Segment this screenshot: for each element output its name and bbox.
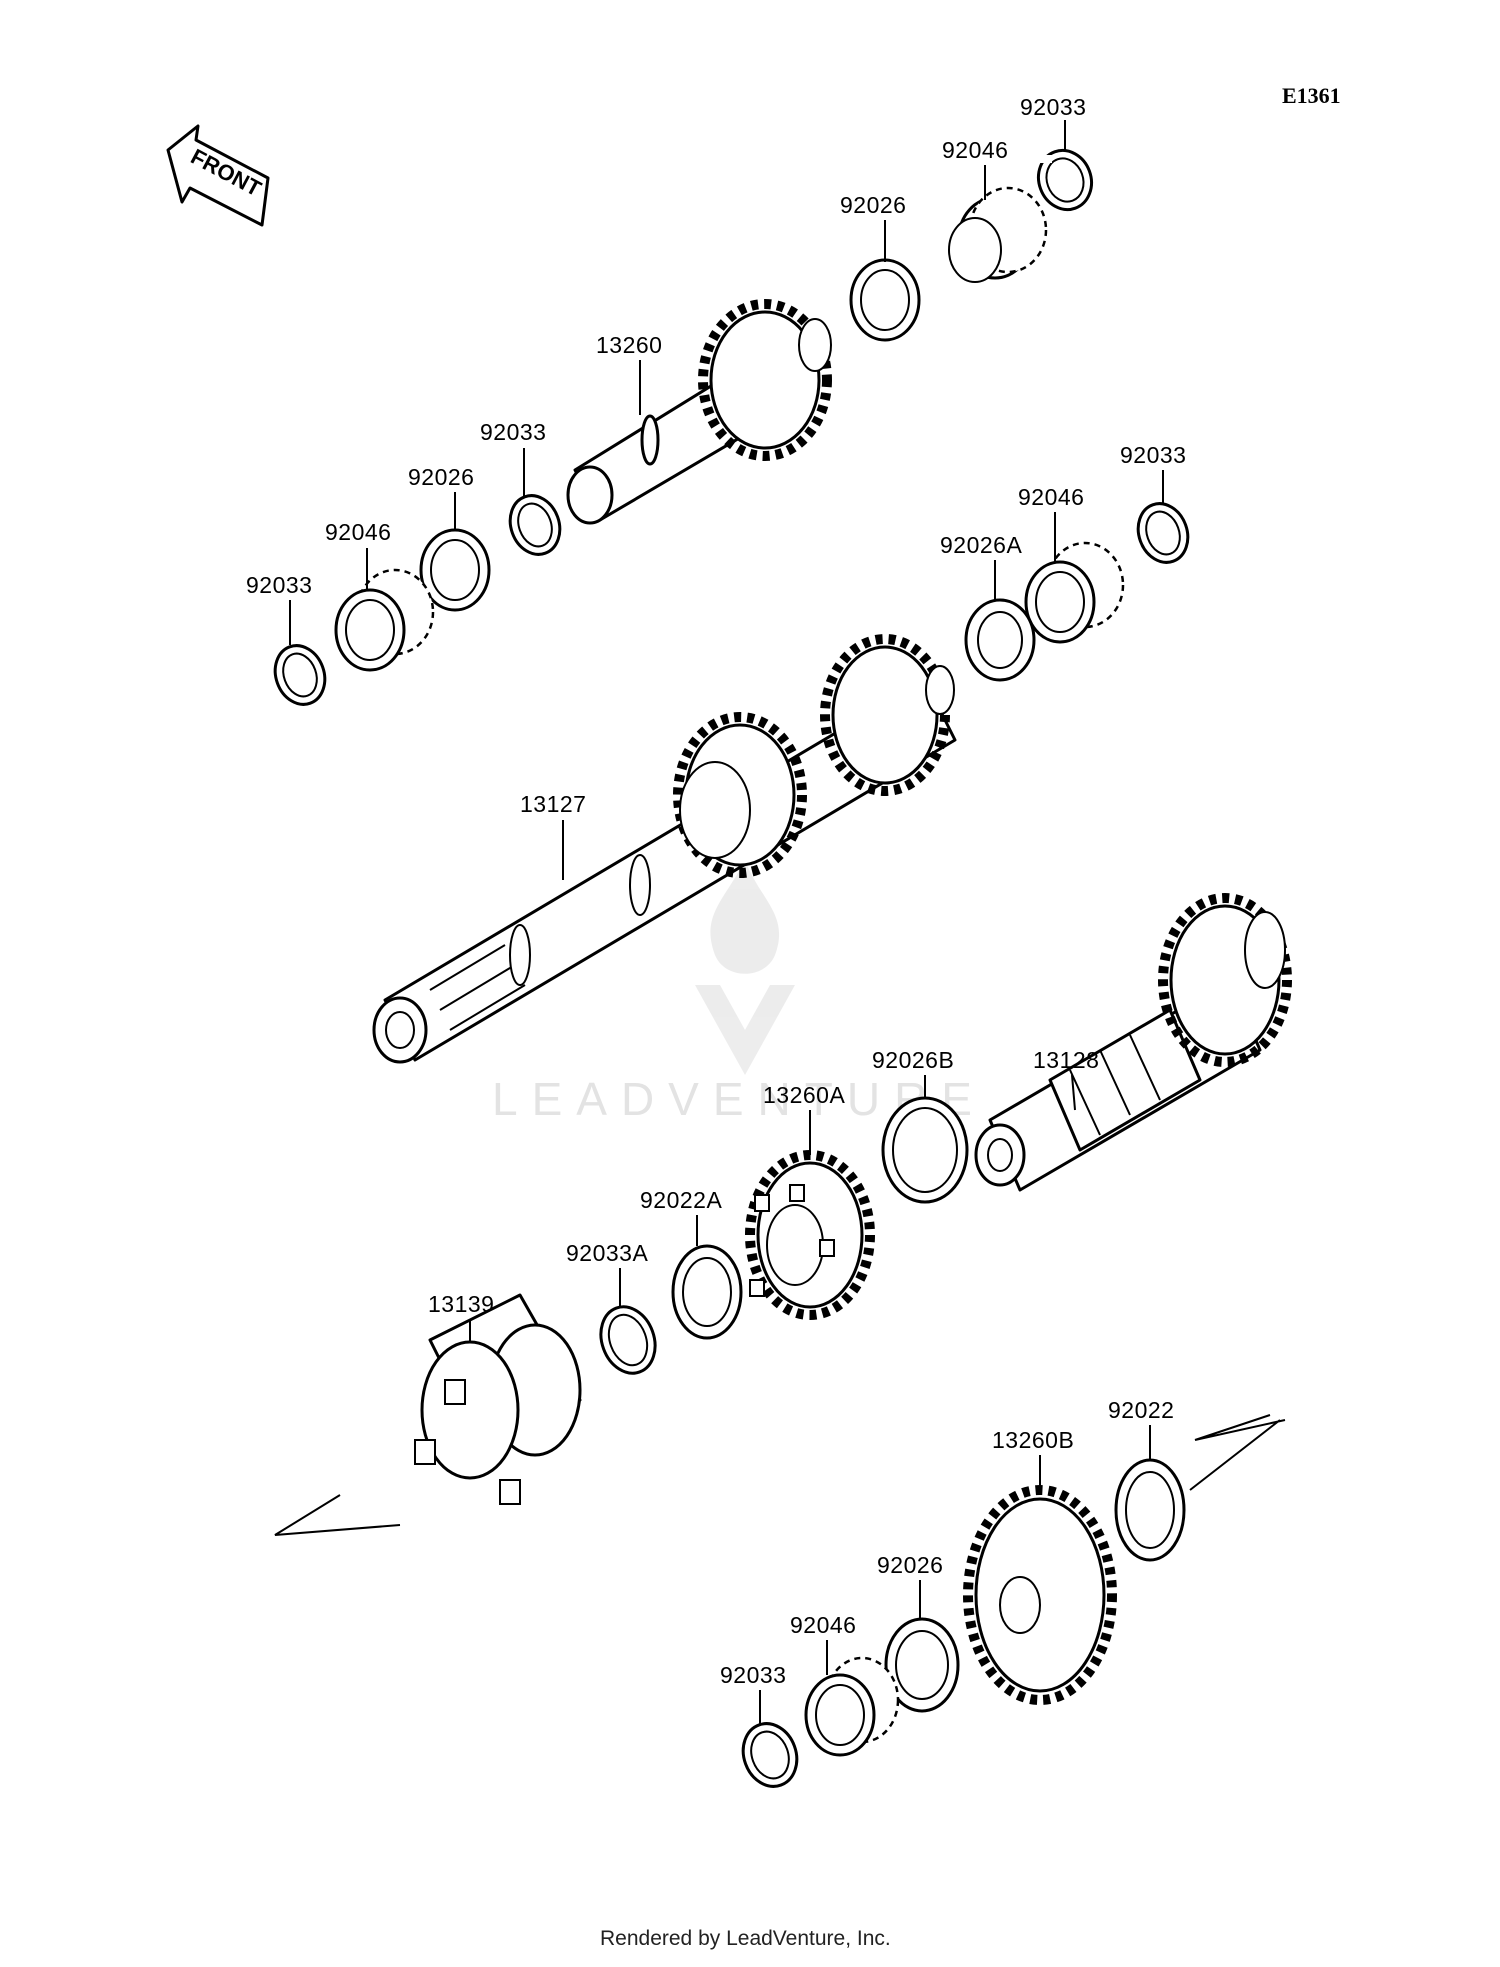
label-92046-3: 92046 xyxy=(1018,484,1084,510)
label-13139: 13139 xyxy=(428,1291,494,1317)
part-92022A-washer xyxy=(671,1244,743,1340)
part-92026-washer xyxy=(849,258,921,342)
label-92033-4: 92033 xyxy=(1120,442,1186,468)
label-92026A: 92026A xyxy=(940,532,1022,558)
label-92046-2: 92046 xyxy=(325,519,391,545)
guide-line-left xyxy=(274,1494,401,1536)
part-92033-circlip-5 xyxy=(741,1722,799,1788)
part-92033-circlip-3 xyxy=(273,644,327,706)
watermark: LEADVENTURE xyxy=(492,860,972,1125)
label-13260: 13260 xyxy=(596,332,662,358)
part-92046-needle-bearing-2 xyxy=(334,568,435,672)
part-13260-gear-shaft xyxy=(566,299,832,525)
label-92026B: 92026B xyxy=(872,1047,954,1073)
label-92022A: 92022A xyxy=(640,1187,722,1213)
part-13260A-gear xyxy=(745,1150,875,1320)
part-92026-washer-2 xyxy=(419,528,491,612)
part-13128-shaft xyxy=(974,893,1292,1192)
part-92026B-washer xyxy=(881,1096,969,1204)
part-labels: 92033 92046 92026 13260 92033 92026 9204… xyxy=(246,94,1186,1688)
label-92033-3: 92033 xyxy=(246,572,312,598)
part-92033A-circlip xyxy=(599,1305,657,1375)
label-92046-4: 92046 xyxy=(790,1612,856,1638)
diagram-ref-code: E1361 xyxy=(1282,83,1341,108)
part-13127-shaft xyxy=(372,634,957,1064)
part-92033-circlip-2 xyxy=(508,494,562,556)
part-92033-circlip-4 xyxy=(1136,502,1190,564)
bearing-group-right xyxy=(964,502,1190,682)
part-92022-washer xyxy=(1114,1458,1186,1562)
label-92026-1: 92026 xyxy=(840,192,906,218)
part-92026A-washer xyxy=(964,598,1036,682)
label-13127: 13127 xyxy=(520,791,586,817)
shaft-13260 xyxy=(273,148,1093,706)
part-92046-needle-bearing-4 xyxy=(804,1656,900,1757)
part-13260B-gear xyxy=(963,1485,1117,1705)
label-13128: 13128 xyxy=(1033,1047,1099,1073)
label-92046-1: 92046 xyxy=(942,137,1008,163)
part-13139-dog xyxy=(414,1293,582,1505)
label-13260B: 13260B xyxy=(992,1427,1074,1453)
front-arrow-icon: FRONT xyxy=(166,124,270,227)
label-92033A: 92033A xyxy=(566,1240,648,1266)
label-92026-3: 92026 xyxy=(877,1552,943,1578)
watermark-logo-icon xyxy=(695,860,795,1075)
footer-credit: Rendered by LeadVenture, Inc. xyxy=(600,1927,891,1950)
part-92046-needle-bearing-3 xyxy=(1024,541,1125,644)
part-92046-needle-bearing xyxy=(948,186,1048,283)
part-92026-washer-3 xyxy=(884,1617,960,1713)
label-92033-1: 92033 xyxy=(1020,94,1086,120)
label-13260A: 13260A xyxy=(763,1082,845,1108)
leader-lines xyxy=(289,120,1164,1724)
label-92026-2: 92026 xyxy=(408,464,474,490)
label-92033-2: 92033 xyxy=(480,419,546,445)
guide-line-right xyxy=(1189,1414,1286,1491)
label-92022: 92022 xyxy=(1108,1397,1174,1423)
part-92033-circlip xyxy=(1037,148,1093,212)
label-92033-5: 92033 xyxy=(720,1662,786,1688)
